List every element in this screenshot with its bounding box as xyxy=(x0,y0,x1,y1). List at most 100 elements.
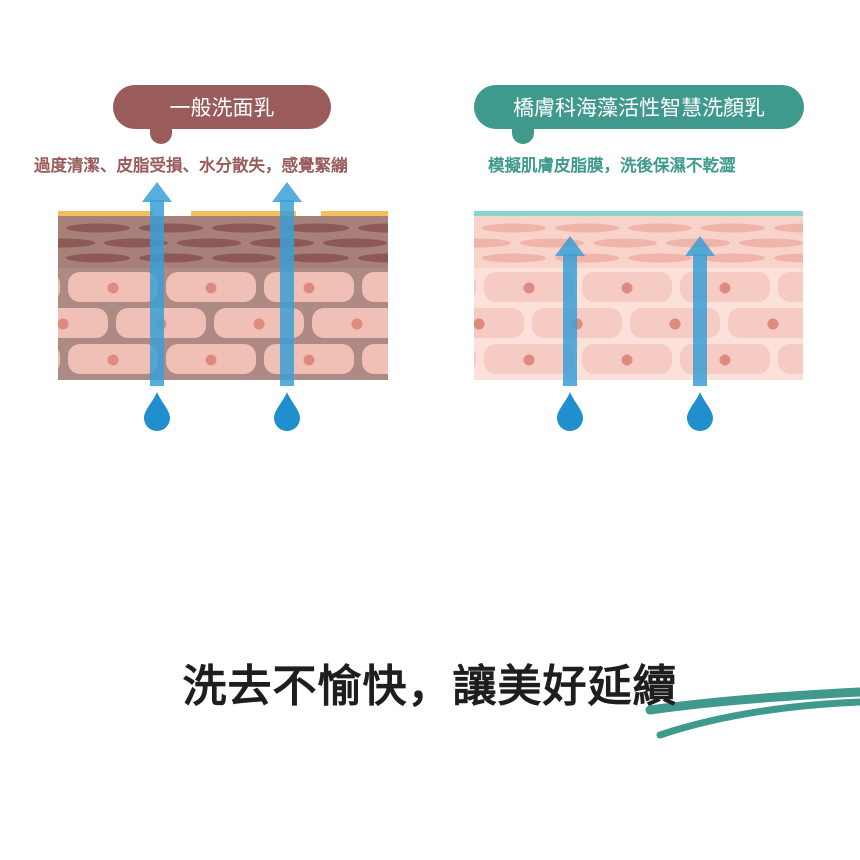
flat-cell xyxy=(847,224,860,233)
moisture-arrow-head xyxy=(272,182,302,202)
flat-cell xyxy=(66,253,130,263)
flat-cell xyxy=(593,238,657,248)
right-skin-cross-section xyxy=(409,211,860,380)
surface-film xyxy=(321,211,388,216)
flat-cell xyxy=(409,224,473,233)
moisture-arrow-head xyxy=(685,236,715,256)
skin-cell xyxy=(778,344,803,374)
flat-cell xyxy=(212,253,276,263)
skin-cell xyxy=(474,349,476,369)
flat-cell xyxy=(409,254,473,263)
skin-cell xyxy=(362,272,388,302)
flat-cell xyxy=(285,253,349,263)
skin-cell xyxy=(58,308,108,338)
water-drop-icon xyxy=(274,392,300,431)
surface-film xyxy=(58,211,153,216)
flat-cell xyxy=(701,223,765,233)
skin-cell xyxy=(728,308,803,338)
flat-cell xyxy=(474,238,511,248)
cell-nucleus xyxy=(58,318,69,330)
product-cleanser-label: 橋膚科海藻活性智慧洗顏乳 xyxy=(474,85,804,129)
water-drop-icon xyxy=(144,392,170,431)
skin-layers xyxy=(0,216,461,380)
headline: 洗去不愉快，讓美好延續 xyxy=(182,661,678,712)
moisture-arrow-shaft xyxy=(693,254,707,386)
flat-cell xyxy=(66,223,130,233)
flat-cell xyxy=(0,224,57,233)
cell-nucleus xyxy=(474,318,485,330)
cell-nucleus xyxy=(205,282,217,294)
cell-nucleus xyxy=(10,355,21,366)
regular-cleanser-title: 一般洗面乳 xyxy=(169,96,275,120)
moisture-arrows xyxy=(142,182,715,431)
cell-nucleus xyxy=(719,282,731,294)
cell-nucleus xyxy=(402,355,413,366)
moisture-arrow-head xyxy=(142,182,172,202)
flat-cell xyxy=(285,223,349,233)
flat-cell xyxy=(812,239,860,248)
cell-nucleus xyxy=(426,355,437,366)
cell-nucleus xyxy=(523,354,535,366)
flat-cell xyxy=(0,254,57,263)
flat-cell xyxy=(774,223,803,233)
left-skin-cross-section xyxy=(0,211,461,380)
skin-cell xyxy=(58,277,60,297)
speech-tail xyxy=(150,124,172,144)
brush-stroke-decoration xyxy=(645,687,860,739)
flat-cell xyxy=(701,253,765,263)
cell-nucleus xyxy=(450,319,461,330)
cell-nucleus xyxy=(669,318,681,330)
flat-cell xyxy=(628,223,692,233)
flat-cell xyxy=(482,253,546,263)
skin-cell xyxy=(362,344,388,374)
cell-nucleus xyxy=(767,318,779,330)
skin-cell xyxy=(474,308,524,338)
cell-nucleus xyxy=(253,318,265,330)
flat-cell xyxy=(628,253,692,263)
cell-nucleus xyxy=(818,355,829,366)
skin-cell xyxy=(58,349,60,369)
cell-nucleus xyxy=(523,282,535,294)
product-cleanser-title: 橋膚科海藻活性智慧洗顏乳 xyxy=(513,96,765,120)
cell-nucleus xyxy=(621,354,633,366)
cell-nucleus xyxy=(107,354,119,366)
flat-cell xyxy=(58,238,95,248)
flat-cell xyxy=(0,239,22,248)
skin-cell xyxy=(826,308,860,338)
surface-film xyxy=(191,211,296,216)
product-cleanser-description: 模擬肌膚皮脂膜，洗後保濕不乾澀 xyxy=(488,156,736,175)
flat-cell xyxy=(396,239,460,248)
water-drop-icon xyxy=(557,392,583,431)
cell-nucleus xyxy=(351,318,363,330)
flat-cell xyxy=(482,223,546,233)
cell-nucleus xyxy=(719,354,731,366)
flat-cell xyxy=(739,238,803,248)
moisture-arrow-shaft xyxy=(280,200,294,386)
flat-cell xyxy=(323,238,387,248)
flat-cell xyxy=(139,253,203,263)
regular-cleanser-label: 一般洗面乳 xyxy=(113,85,331,129)
cell-nucleus xyxy=(303,354,315,366)
skin-cell xyxy=(778,272,803,302)
flat-cell xyxy=(212,223,276,233)
flat-cell xyxy=(774,253,803,263)
moisture-arrow-shaft xyxy=(563,254,577,386)
cell-nucleus xyxy=(426,283,437,294)
skin-layers xyxy=(409,216,860,380)
skin-cell xyxy=(474,277,476,297)
flat-cell xyxy=(177,238,241,248)
skin-cell xyxy=(0,308,10,338)
flat-cell xyxy=(139,223,203,233)
surface-film xyxy=(474,211,803,216)
cell-nucleus xyxy=(205,354,217,366)
cell-nucleus xyxy=(621,282,633,294)
cell-nucleus xyxy=(402,283,413,294)
skin-cell xyxy=(312,308,388,338)
flat-cell xyxy=(555,223,619,233)
cell-nucleus xyxy=(107,282,119,294)
cell-nucleus xyxy=(10,283,21,294)
water-drop-icon xyxy=(687,392,713,431)
flat-cell xyxy=(358,253,388,263)
flat-cell xyxy=(847,254,860,263)
